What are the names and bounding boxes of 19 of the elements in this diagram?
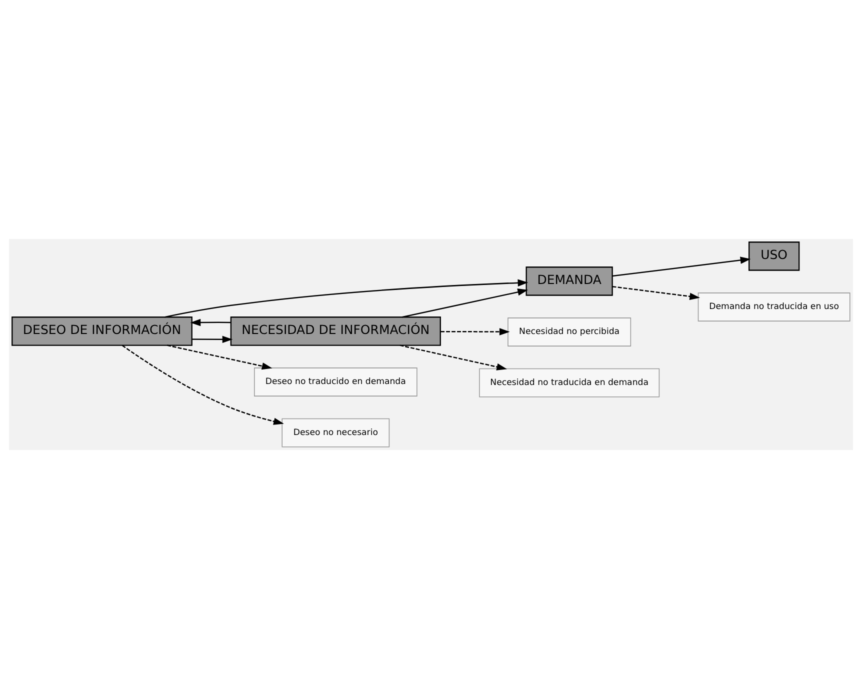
- arrow: [192, 336, 233, 344]
- arrow: [190, 318, 231, 326]
- node-box: USO: [748, 242, 800, 271]
- arrow: [440, 328, 510, 336]
- node-box: Deseo no traducido en demanda: [254, 368, 418, 396]
- arrow: [400, 344, 508, 370]
- node-box: Necesidad no traducida en demanda: [479, 368, 660, 398]
- node-box: NECESIDAD DE INFORMACIÓN: [230, 316, 441, 346]
- arrow: [164, 279, 528, 318]
- arrow: [402, 288, 528, 318]
- node-box: DEMANDA: [526, 266, 613, 296]
- arrow: [167, 344, 272, 370]
- arrow: [122, 344, 284, 425]
- node-box: DESEO DE INFORMACIÓN: [12, 316, 192, 346]
- arrow: [612, 256, 751, 277]
- node-box: Necesidad no percibida: [508, 318, 632, 346]
- node-box: Deseo no necesario: [282, 418, 390, 448]
- arrow: [612, 286, 700, 300]
- node-box: Demanda no traducida en uso: [698, 292, 850, 322]
